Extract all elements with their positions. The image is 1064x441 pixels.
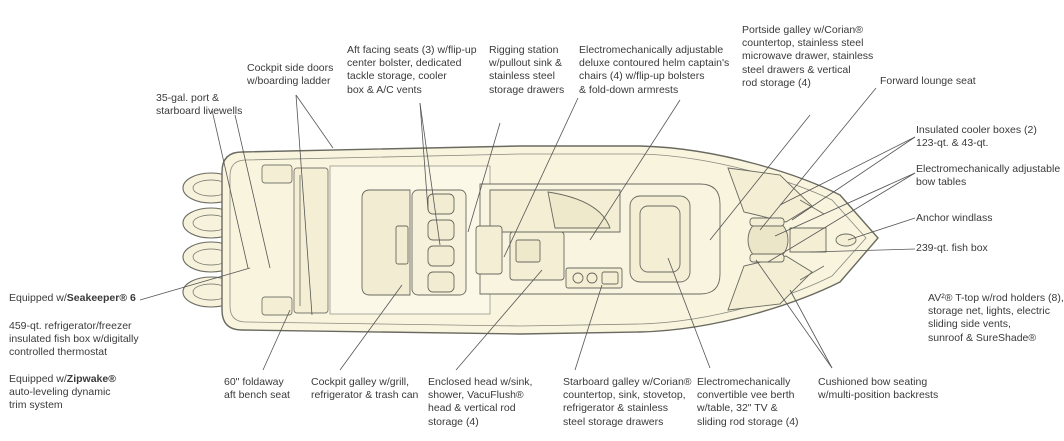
bow-seating-port bbox=[727, 167, 813, 223]
label-livewells: 35-gal. port & starboard livewells bbox=[156, 92, 243, 118]
anchor-windlass bbox=[835, 233, 857, 247]
label-starboard-galley: Starboard galley w/Corian® countertop, s… bbox=[563, 376, 692, 428]
label-enclosed-head: Enclosed head w/sink, shower, VacuFlush®… bbox=[428, 376, 533, 428]
label-seakeeper-prefix: Equipped w/ bbox=[9, 292, 67, 304]
label-cooler-boxes: Insulated cooler boxes (2) 123-qt. & 43-… bbox=[916, 124, 1037, 150]
label-anchor-windlass: Anchor windlass bbox=[916, 212, 993, 224]
label-seakeeper: Equipped w/Seakeeper® 6 bbox=[9, 292, 136, 305]
fish-box bbox=[789, 227, 827, 253]
leader-lines bbox=[139, 87, 916, 371]
label-fridge-fishbox: 459-qt. refrigerator/freezer insulated f… bbox=[9, 320, 139, 359]
label-zipwake-prefix: Equipped w/ bbox=[9, 373, 67, 385]
label-aft-seats: Aft facing seats (3) w/flip-up center bo… bbox=[347, 44, 477, 96]
label-cockpit-galley: Cockpit galley w/grill, refrigerator & t… bbox=[311, 376, 419, 402]
label-bow-seating: Cushioned bow seating w/multi-position b… bbox=[818, 376, 939, 402]
label-rigging-station: Rigging station w/pullout sink & stainle… bbox=[489, 44, 565, 96]
bow-seating-starboard bbox=[727, 255, 813, 311]
livewell bbox=[261, 296, 293, 316]
label-portside-galley: Portside galley w/Corian® countertop, st… bbox=[742, 24, 874, 89]
label-zipwake-brand: Zipwake® bbox=[66, 373, 116, 385]
label-zipwake-body: auto-leveling dynamic trim system bbox=[9, 386, 111, 412]
label-aft-bench: 60" foldaway aft bench seat bbox=[224, 376, 290, 402]
label-seakeeper-brand: Seakeeper® 6 bbox=[66, 292, 136, 304]
label-forward-lounge: Forward lounge seat bbox=[880, 75, 976, 87]
portside-galley bbox=[629, 195, 691, 283]
label-side-doors: Cockpit side doors w/boarding ladder bbox=[247, 62, 334, 88]
label-t-top: AV²® T-top w/rod holders (8), storage ne… bbox=[928, 292, 1064, 344]
label-bow-tables: Electromechanically adjustable bow table… bbox=[916, 163, 1061, 189]
label-vee-berth: Electromechanically convertible vee bert… bbox=[697, 376, 799, 428]
label-helm-chairs: Electromechanically adjustable deluxe co… bbox=[579, 44, 730, 96]
aft-facing-seats bbox=[361, 189, 467, 296]
label-zipwake: Equipped w/Zipwake® auto-leveling dynami… bbox=[9, 373, 116, 413]
label-fish-box: 239-qt. fish box bbox=[916, 242, 988, 254]
livewell bbox=[261, 164, 293, 184]
aft-bench-seat bbox=[293, 167, 329, 314]
starboard-galley bbox=[565, 267, 623, 289]
rigging-station bbox=[475, 225, 503, 275]
